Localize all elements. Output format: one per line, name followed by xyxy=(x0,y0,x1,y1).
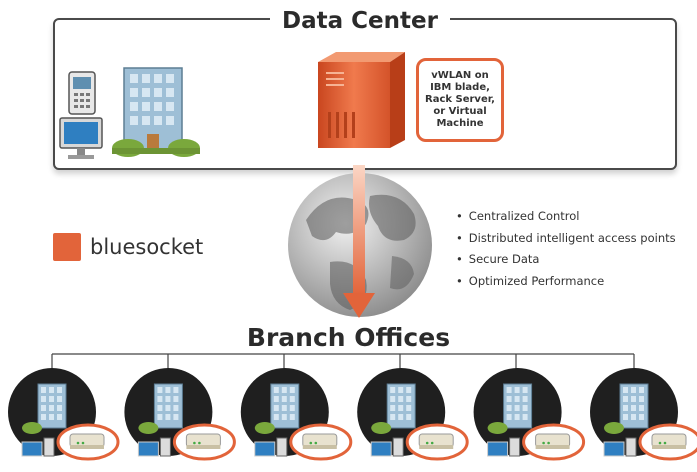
connection-arrow xyxy=(343,165,375,318)
access-point-icon xyxy=(289,423,353,461)
office-building-icon xyxy=(254,383,300,434)
feature-item: Distributed intelligent access points xyxy=(456,228,676,250)
office-building-icon xyxy=(604,383,649,434)
phone-icon xyxy=(68,71,96,115)
access-point-icon xyxy=(56,423,120,461)
office-monitor-icon xyxy=(370,437,404,457)
branch-office xyxy=(590,368,697,461)
monitor-icon xyxy=(59,117,103,159)
feature-item: Optimized Performance xyxy=(456,271,676,293)
feature-list: Centralized Control Distributed intellig… xyxy=(456,206,676,292)
office-monitor-icon xyxy=(487,437,521,457)
server-icon xyxy=(318,52,405,148)
office-building-icon xyxy=(371,383,416,434)
data-center-title: Data Center xyxy=(270,4,450,38)
branch-office xyxy=(124,368,236,461)
office-monitor-icon xyxy=(21,437,55,457)
branch-office xyxy=(357,368,469,461)
access-point-icon xyxy=(522,423,586,461)
branch-office xyxy=(8,368,120,461)
branch-offices-title: Branch Offices xyxy=(246,323,451,352)
office-monitor-icon xyxy=(137,437,171,457)
feature-item: Secure Data xyxy=(456,249,676,271)
office-building-icon xyxy=(487,383,533,434)
branch-office xyxy=(473,368,586,461)
office-monitor-icon xyxy=(254,437,288,457)
building-icon xyxy=(112,67,200,157)
server-caption: vWLAN on IBM blade, Rack Server, or Virt… xyxy=(416,58,504,142)
brand-swatch xyxy=(53,233,81,261)
access-point-icon xyxy=(638,423,697,461)
branch-office xyxy=(240,368,353,461)
feature-item: Centralized Control xyxy=(456,206,676,228)
brand-name: bluesocket xyxy=(90,235,204,259)
office-monitor-icon xyxy=(603,437,637,457)
office-building-icon xyxy=(138,383,183,434)
office-building-icon xyxy=(22,383,67,434)
access-point-icon xyxy=(405,423,469,461)
access-point-icon xyxy=(172,423,236,461)
